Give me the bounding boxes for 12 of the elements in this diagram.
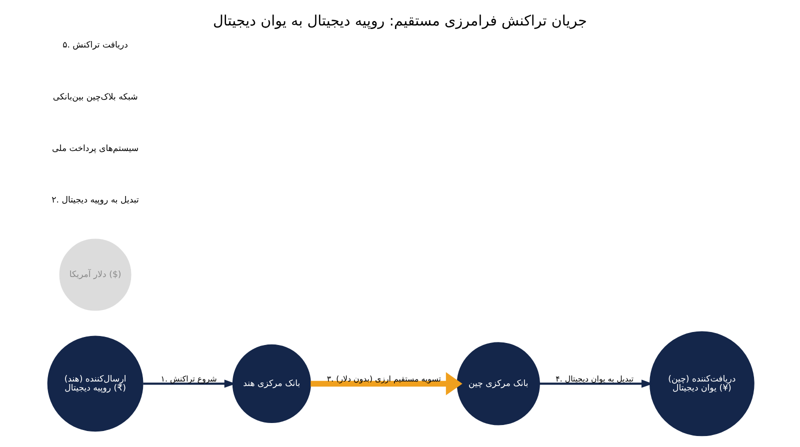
node-circle: بانک مرکزی هند (232, 344, 311, 423)
label: شبکه بلاک‌چین بین‌بانکی (52, 92, 138, 102)
diagram-title: جریان تراکنش فرامرزی مستقیم: روپیه دیجیتال به یوان دیجیتال (212, 13, 588, 30)
arrow (540, 380, 653, 388)
arrow (310, 372, 462, 396)
node-circle: دلار آمریکا ($) (59, 238, 132, 311)
node-circle: ارسال‌کننده (هند) روپیه دیجیتال (₹) (47, 336, 144, 432)
node-circle: دریافت‌کننده (چین) یوان دیجیتال (¥) (650, 331, 754, 436)
label: سیستم‌های پرداخت ملی (52, 144, 139, 154)
node-circle: بانک مرکزی چین (456, 342, 540, 426)
label: ۵. دریافت تراکنش (62, 40, 128, 51)
label: ۲. تبدیل به روپیه دیجیتال (52, 195, 139, 206)
